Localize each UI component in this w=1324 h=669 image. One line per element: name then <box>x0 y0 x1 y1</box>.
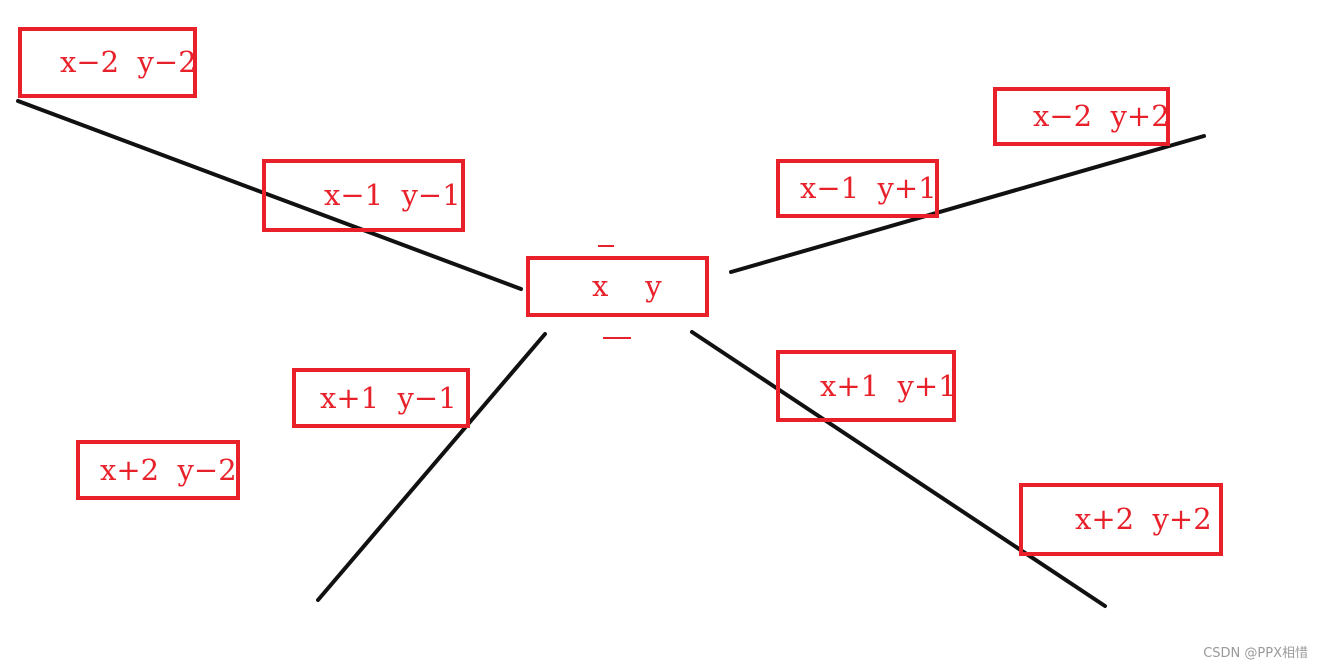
diagonal-line-down-left <box>316 332 547 602</box>
cell-label-up1-left1: x−1 y−1 <box>324 178 461 212</box>
cell-box-up2-right2: x−2 y+2 <box>993 87 1170 146</box>
cell-box-up2-left2: x−2 y−2 <box>18 27 197 98</box>
cell-label-up1-right1: x−1 y+1 <box>800 171 937 205</box>
cell-label-down2-right2: x+2 y+2 <box>1075 502 1212 536</box>
diagonal-line-up-right <box>729 134 1206 274</box>
cell-box-up1-left1: x−1 y−1 <box>262 159 465 232</box>
cell-label-down2-left2: x+2 y−2 <box>100 452 237 487</box>
cell-label-up2-left2: x−2 y−2 <box>60 45 197 79</box>
cell-box-up1-right1: x−1 y+1 <box>776 159 939 218</box>
cell-label-center: x y <box>592 269 662 303</box>
center-dash-top <box>598 245 614 247</box>
diagonal-line-up-left <box>16 99 523 291</box>
cell-box-center: x y <box>526 256 709 317</box>
diagonal-line-down-right <box>690 330 1107 608</box>
cell-label-up2-right2: x−2 y+2 <box>1033 99 1170 133</box>
cell-box-down1-left1: x+1 y−1 <box>292 368 470 428</box>
cell-box-down2-left2: x+2 y−2 <box>76 440 240 500</box>
cell-label-down1-right1: x+1 y+1 <box>820 368 957 403</box>
cell-label-down1-left1: x+1 y−1 <box>320 380 457 415</box>
cell-box-down1-right1: x+1 y+1 <box>776 350 957 422</box>
watermark: CSDN @PPX相惜 <box>1203 646 1308 661</box>
cell-box-down2-right2: x+2 y+2 <box>1019 483 1223 556</box>
center-dash-bottom <box>603 337 631 339</box>
